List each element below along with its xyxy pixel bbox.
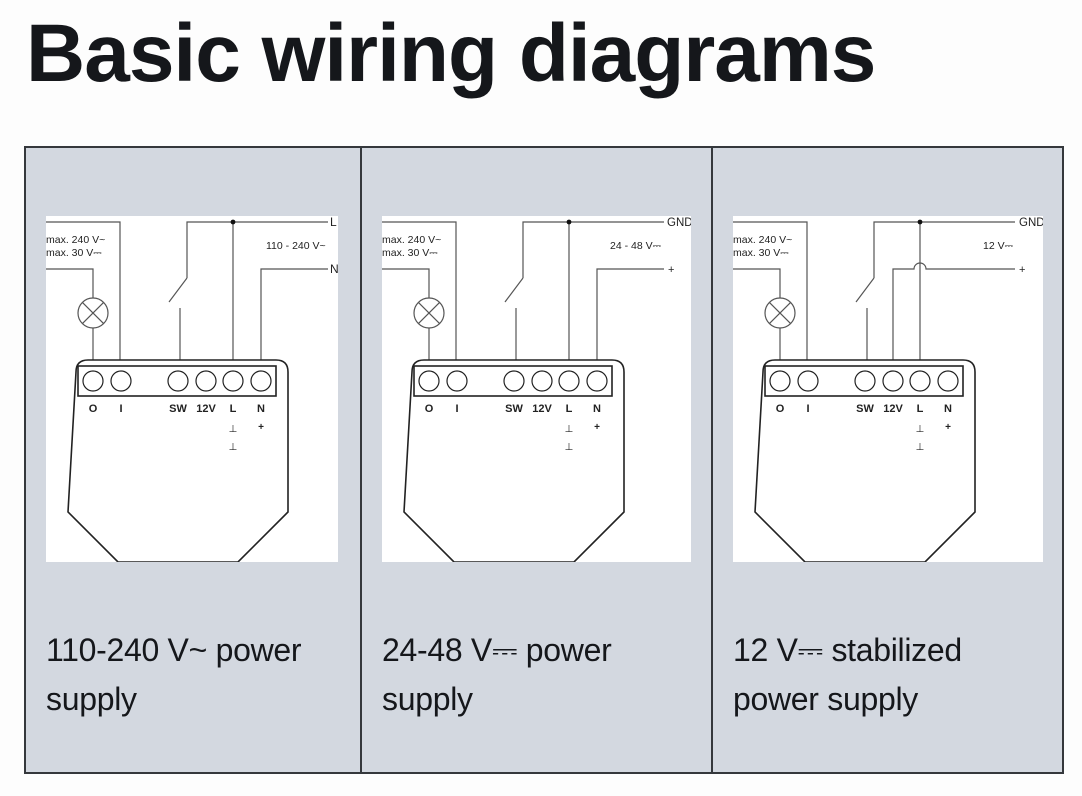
wire-switch-top <box>186 221 328 278</box>
supply-voltage-label: 12 V⎓ <box>983 240 1014 252</box>
caption-line: 24-48 V⎓ power <box>382 632 612 668</box>
terminal-label-i: I <box>119 403 122 415</box>
terminal-label-sw: SW <box>169 403 187 415</box>
terminal-screws <box>769 370 959 392</box>
diagram-caption: 110-240 V~ power supply <box>46 626 356 724</box>
wiring-diagram-ac: O I SW 12V L N ⊥ ⊥ + max. 240 V~ max. 30… <box>46 216 338 562</box>
ground-symbol: ⊥ <box>565 442 574 453</box>
load-rating-dc: max. 30 V⎓ <box>382 247 438 259</box>
terminal-screws <box>82 370 272 392</box>
junction-dot <box>917 219 923 225</box>
terminal-label-i: I <box>455 403 458 415</box>
line-label-bottom: N <box>330 262 338 276</box>
wire-switch-top <box>873 221 1015 278</box>
terminal-label-12v: 12V <box>196 403 216 415</box>
wire-load-top <box>733 221 808 360</box>
line-label-bottom: + <box>1019 264 1025 276</box>
module-body <box>754 359 976 562</box>
diagram-cell-ac: O I SW 12V L N ⊥ ⊥ + max. 240 V~ max. 30… <box>26 148 360 772</box>
caption-line: 12 V⎓ stabilized <box>733 632 962 668</box>
wire-load-top <box>382 221 457 360</box>
wire-lamp-in <box>46 268 94 298</box>
wire-n <box>260 268 328 360</box>
wiring-diagram-dc-12: O I SW 12V L N ⊥ ⊥ + max. 240 V~ max. 30… <box>733 216 1043 562</box>
line-label-bottom: + <box>668 264 674 276</box>
load-rating-ac: max. 240 V~ <box>382 234 441 246</box>
junction-dot <box>566 219 572 225</box>
terminal-label-n: N <box>257 403 265 415</box>
terminal-label-sw: SW <box>856 403 874 415</box>
load-rating-ac: max. 240 V~ <box>46 234 105 246</box>
switch-lever <box>504 277 524 303</box>
terminal-label-o: O <box>776 403 785 415</box>
load-rating-ac: max. 240 V~ <box>733 234 792 246</box>
diagram-cell-dc-24-48: O I SW 12V L N ⊥ ⊥ + max. 240 V~ max. 30… <box>360 148 711 772</box>
terminal-label-l: L <box>917 403 924 415</box>
ground-symbol: ⊥ <box>916 442 925 453</box>
line-label-top: L <box>330 216 337 229</box>
wire-load-top <box>46 221 121 360</box>
switch-lever <box>855 277 875 303</box>
supply-voltage-label: 24 - 48 V⎓ <box>610 240 662 252</box>
page-title: Basic wiring diagrams <box>26 8 876 99</box>
wiring-diagram-svg: O I SW 12V L N ⊥ ⊥ + max. 240 V~ max. 30… <box>46 216 338 562</box>
caption-line: power supply <box>733 681 918 717</box>
line-label-top: GND <box>667 217 691 229</box>
wiring-diagrams-table: O I SW 12V L N ⊥ ⊥ + max. 240 V~ max. 30… <box>24 146 1064 774</box>
terminal-label-l: L <box>566 403 573 415</box>
terminal-label-o: O <box>89 403 98 415</box>
wiring-diagram-dc-24-48: O I SW 12V L N ⊥ ⊥ + max. 240 V~ max. 30… <box>382 216 691 562</box>
plus-symbol: + <box>594 422 600 433</box>
plus-symbol: + <box>258 422 264 433</box>
supply-voltage-label: 110 - 240 V~ <box>266 240 326 252</box>
wiring-diagram-svg: O I SW 12V L N ⊥ ⊥ + max. 240 V~ max. 30… <box>733 217 1043 562</box>
ground-symbol: ⊥ <box>916 424 925 435</box>
junction-dot <box>230 219 236 225</box>
terminal-label-o: O <box>425 403 434 415</box>
ground-symbol: ⊥ <box>229 424 238 435</box>
line-label-top: GND <box>1019 217 1043 229</box>
terminal-screws <box>418 370 608 392</box>
terminal-label-12v: 12V <box>883 403 903 415</box>
switch-lever <box>168 277 188 303</box>
plus-symbol: + <box>945 422 951 433</box>
wire-lamp-in <box>733 268 781 298</box>
terminal-label-n: N <box>944 403 952 415</box>
lamp-icon <box>77 297 109 329</box>
load-rating-dc: max. 30 V⎓ <box>733 247 789 259</box>
ground-symbol: ⊥ <box>565 424 574 435</box>
terminal-label-l: L <box>230 403 237 415</box>
module-body <box>67 359 289 562</box>
diagram-caption: 12 V⎓ stabilized power supply <box>733 626 1043 724</box>
caption-line: supply <box>382 681 473 717</box>
terminal-label-n: N <box>593 403 601 415</box>
terminal-label-sw: SW <box>505 403 523 415</box>
ground-symbol: ⊥ <box>229 442 238 453</box>
terminal-label-12v: 12V <box>532 403 552 415</box>
wire-lamp-in <box>382 268 430 298</box>
wiring-diagram-svg: O I SW 12V L N ⊥ ⊥ + max. 240 V~ max. 30… <box>382 217 691 562</box>
wire-n <box>596 268 664 360</box>
lamp-icon <box>764 297 796 329</box>
load-rating-dc: max. 30 V⎓ <box>46 247 102 259</box>
terminal-label-i: I <box>806 403 809 415</box>
diagram-cell-dc-12: O I SW 12V L N ⊥ ⊥ + max. 240 V~ max. 30… <box>711 148 1062 772</box>
caption-line: supply <box>46 681 137 717</box>
wire-12v <box>892 262 1015 360</box>
diagram-caption: 24-48 V⎓ power supply <box>382 626 692 724</box>
wire-switch-top <box>522 221 664 278</box>
lamp-icon <box>413 297 445 329</box>
caption-line: 110-240 V~ power <box>46 632 302 668</box>
module-body <box>403 359 625 562</box>
